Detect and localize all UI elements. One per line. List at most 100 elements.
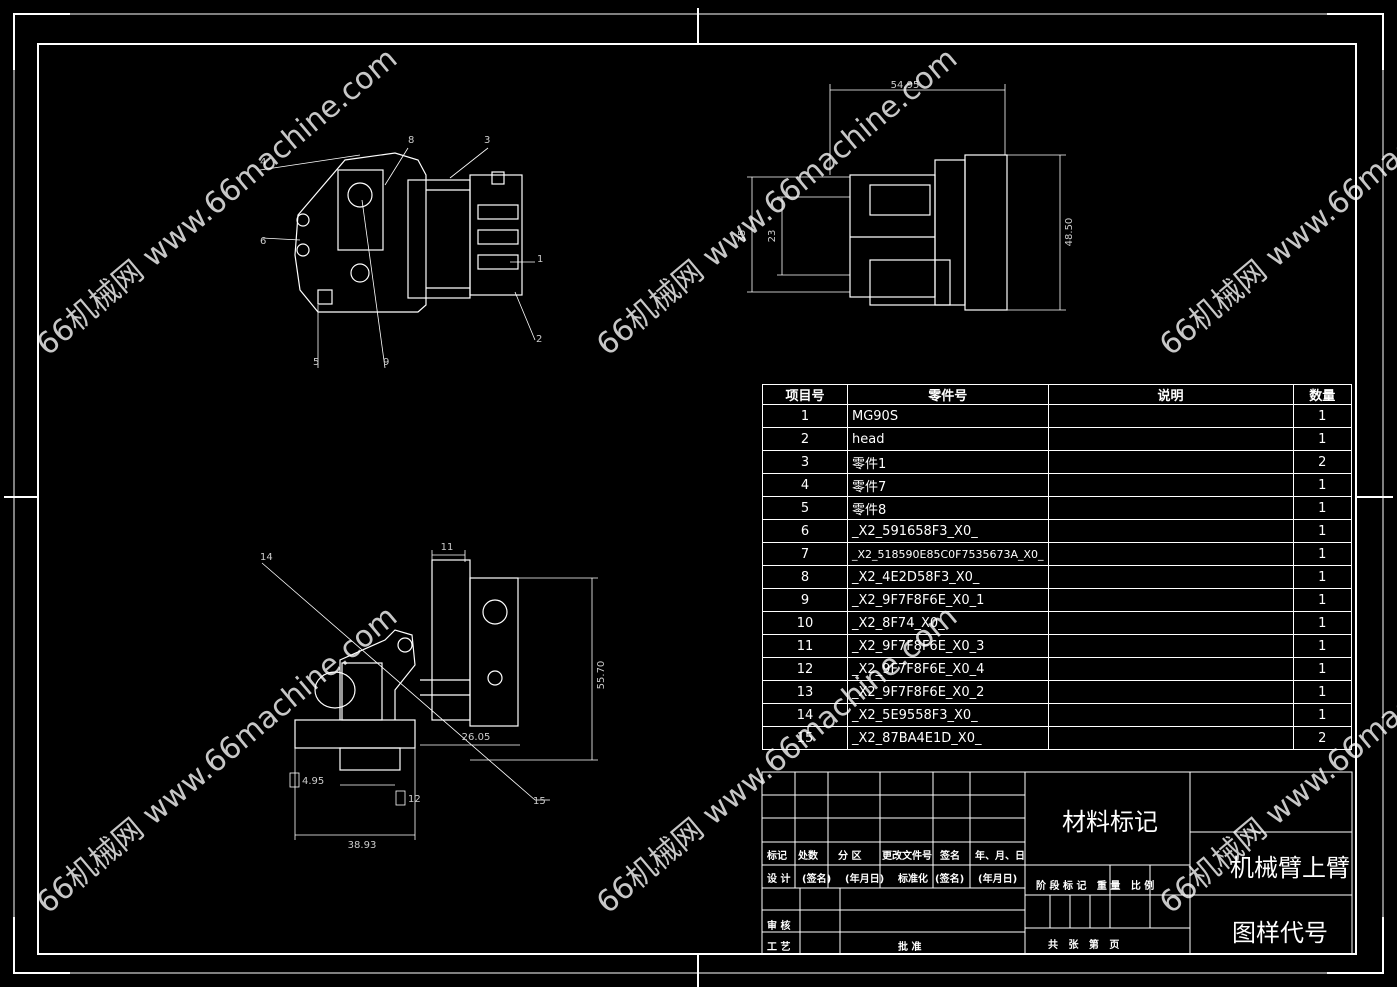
bom-cell-no: 11 — [762, 634, 848, 658]
bom-cell-desc — [1047, 611, 1294, 635]
bom-row: 14_X2_5E9558F3_X0_ 1 — [762, 703, 1353, 727]
bom-header-part: 零件号 — [847, 384, 1049, 405]
label-date: 年、月、日 — [975, 851, 1025, 862]
bom-cell-qty: 2 — [1292, 450, 1353, 474]
bom-cell-no: 7 — [762, 542, 848, 566]
bom-cell-desc — [1047, 473, 1294, 497]
balloon-8: 8 — [408, 135, 414, 146]
bom-cell-desc — [1047, 657, 1294, 681]
bom-cell-part: _X2_591658F3_X0_ — [847, 519, 1049, 543]
dim-inner-height: 23 — [767, 230, 778, 243]
label-sheet: 共 张 第 页 — [1048, 940, 1120, 951]
front-view — [294, 152, 523, 313]
bom-cell-qty: 1 — [1292, 404, 1353, 428]
balloon-5: 5 — [313, 357, 319, 368]
bom-cell-part: _X2_518590E85C0F7535673A_X0_ — [847, 542, 1049, 566]
bom-cell-qty: 1 — [1292, 634, 1353, 658]
balloon-15: 15 — [533, 796, 546, 807]
bom-cell-no: 3 — [762, 450, 848, 474]
drawing-number: 图样代号 — [1232, 919, 1328, 947]
bom-cell-desc — [1047, 634, 1294, 658]
label-design-sign: (签名) — [802, 874, 832, 885]
bom-cell-part: _X2_5E9558F3_X0_ — [847, 703, 1049, 727]
bom-cell-part: _X2_4E2D58F3_X0_ — [847, 565, 1049, 589]
bom-cell-qty: 1 — [1292, 542, 1353, 566]
bom-cell-qty: 1 — [1292, 657, 1353, 681]
bom-cell-part: _X2_9F7F8F6E_X0_2 — [847, 680, 1049, 704]
bom-cell-no: 4 — [762, 473, 848, 497]
bom-cell-no: 2 — [762, 427, 848, 451]
dim-top-width: 54.95 — [891, 80, 920, 91]
part-name: 机械臂上臂 — [1230, 854, 1350, 882]
bom-cell-part: head — [847, 427, 1049, 451]
label-count: 处数 — [798, 851, 818, 862]
balloon-4: 4 — [260, 157, 266, 168]
dim-right-height: 48.50 — [1064, 218, 1075, 247]
bom-row: 6_X2_591658F3_X0_1 — [762, 519, 1353, 543]
bom-cell-qty: 1 — [1292, 427, 1353, 451]
dim-small-b: 12 — [408, 794, 421, 805]
label-standard: 标准化 — [898, 874, 928, 885]
dim-side-height: 55.70 — [596, 661, 607, 690]
balloon-1: 1 — [537, 254, 543, 265]
bom-cell-desc — [1047, 519, 1294, 543]
bom-cell-qty: 1 — [1292, 703, 1353, 727]
label-sign: 签名 — [940, 851, 960, 862]
balloon-9: 9 — [383, 357, 389, 368]
bom-cell-no: 14 — [762, 703, 848, 727]
bom-cell-part: MG90S — [847, 404, 1049, 428]
balloon-6: 6 — [260, 236, 266, 247]
title-block-grid — [761, 771, 1353, 955]
bom-cell-desc — [1047, 726, 1294, 750]
bom-cell-part: 零件1 — [847, 450, 1049, 474]
top-view-dimensions — [261, 550, 598, 840]
dim-side-mid: 26.05 — [462, 732, 491, 743]
label-standard-sign: (签名) — [935, 874, 965, 885]
bom-header-row: 项目号 零件号 说明 数量 — [762, 384, 1353, 405]
label-review: 审 核 — [767, 921, 791, 932]
bom-cell-desc — [1047, 427, 1294, 451]
balloon-14: 14 — [260, 552, 273, 563]
bom-cell-desc — [1047, 680, 1294, 704]
side-view-dimensions — [747, 84, 1066, 311]
bom-header-qty: 数量 — [1292, 384, 1353, 405]
bom-cell-part: _X2_9F7F8F6E_X0_4 — [847, 657, 1049, 681]
bom-header-no: 项目号 — [762, 384, 848, 405]
bom-cell-no: 13 — [762, 680, 848, 704]
bom-cell-part: _X2_87BA4E1D_X0_ — [847, 726, 1049, 750]
drawing-frame — [4, 8, 1393, 987]
label-design: 设 计 — [767, 874, 791, 885]
balloon-3: 3 — [484, 135, 490, 146]
bom-row: 7_X2_518590E85C0F7535673A_X0_ 1 — [762, 542, 1353, 566]
bom-cell-qty: 1 — [1292, 611, 1353, 635]
dim-side-top: 11 — [441, 542, 454, 553]
bom-cell-part: _X2_8F74_X0_ — [847, 611, 1049, 635]
bom-cell-part: _X2_9F7F8F6E_X0_1 — [847, 588, 1049, 612]
label-change-doc: 更改文件号 — [882, 851, 932, 862]
bom-cell-no: 6 — [762, 519, 848, 543]
bom-cell-desc — [1047, 588, 1294, 612]
bom-row: 10_X2_8F74_X0_1 — [762, 611, 1353, 635]
label-design-date: (年月日) — [845, 874, 885, 885]
bom-row: 8_X2_4E2D58F3_X0_1 — [762, 565, 1353, 589]
label-process: 工 艺 — [767, 942, 791, 953]
bom-cell-qty: 2 — [1292, 726, 1353, 750]
bom-cell-desc — [1047, 565, 1294, 589]
bom-cell-part: 零件7 — [847, 473, 1049, 497]
side-view — [849, 154, 1008, 311]
dim-side-width: 38.93 — [348, 840, 377, 851]
label-approve: 批 准 — [898, 942, 922, 953]
dim-small-a: 4.95 — [302, 776, 324, 787]
bom-cell-qty: 1 — [1292, 473, 1353, 497]
balloon-2: 2 — [536, 334, 542, 345]
